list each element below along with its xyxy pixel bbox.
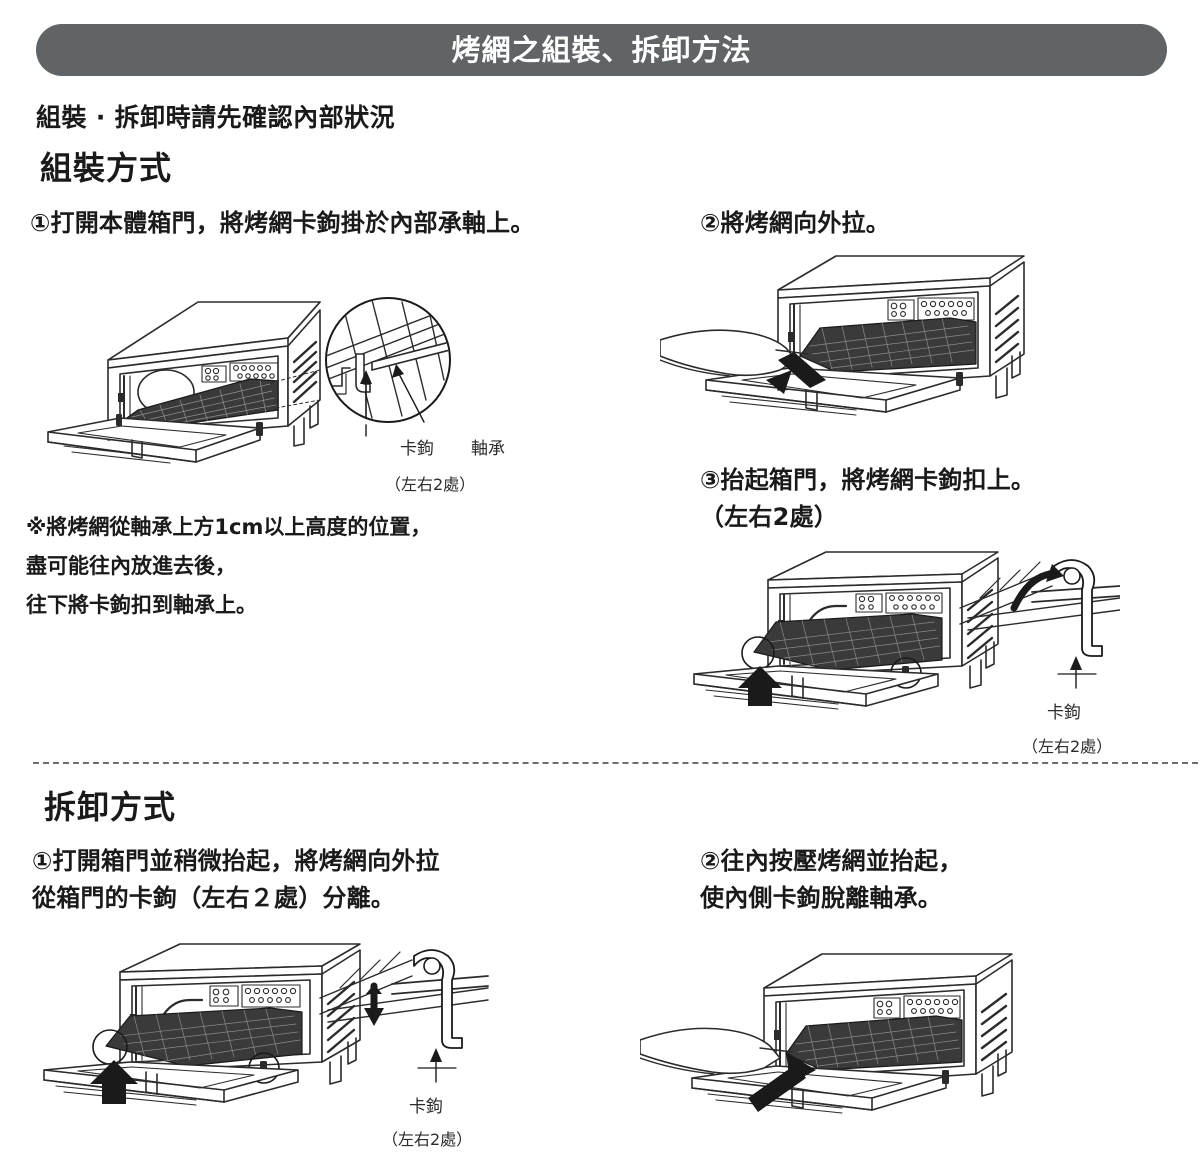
figure-disassemble-step-1 — [30, 938, 490, 1148]
figure-assemble-step-2 — [660, 248, 1080, 448]
figure-a3-label-hook: 卡鉤 — [1047, 703, 1081, 723]
section-title-assemble: 組裝方式 — [40, 149, 173, 187]
figure-disassemble-step-2 — [640, 948, 1070, 1148]
figure-a1-label-hook: 卡鉤 — [400, 439, 434, 459]
assemble-note-text: ※將烤網從軸承上方1cm以上高度的位置， 盡可能往內放進去後， 往下將卡鉤扣到軸… — [26, 515, 432, 617]
assemble-step-2-text: ②將烤網向外拉。 — [700, 209, 890, 237]
figure-a1-label-bearing: 軸承 — [471, 439, 505, 459]
assemble-step-1-text: ①打開本體箱門，將烤網卡鉤掛於內部承軸上。 — [30, 209, 535, 237]
disassemble-step-1-text: ①打開箱門並稍微抬起，將烤網向外拉 從箱門的卡鉤（左右２處）分離。 — [32, 847, 440, 913]
figure-d1-label-hook: 卡鉤 — [409, 1097, 443, 1117]
page-title: 烤網之組裝、拆卸方法 — [451, 32, 752, 67]
figure-d1-label-count: （左右2處） — [382, 1130, 473, 1149]
section-divider — [33, 762, 1198, 764]
assemble-step-3-text: ③抬起箱門，將烤網卡鉤扣上。 （左右2處） — [700, 466, 1036, 532]
page-title-banner: 烤網之組裝、拆卸方法 — [36, 24, 1167, 76]
figure-assemble-step-3 — [680, 548, 1120, 748]
figure-a3-label-count: （左右2處） — [1022, 737, 1113, 756]
subtitle-text: 組裝 ‧ 拆卸時請先確認內部狀況 — [36, 103, 396, 132]
figure-a1-label-count: （左右2處） — [385, 475, 476, 494]
section-title-disassemble: 拆卸方式 — [44, 788, 177, 826]
disassemble-step-2-text: ②往內按壓烤網並抬起， 使內側卡鉤脫離軸承。 — [700, 847, 963, 913]
figure-assemble-step-1 — [20, 250, 540, 490]
